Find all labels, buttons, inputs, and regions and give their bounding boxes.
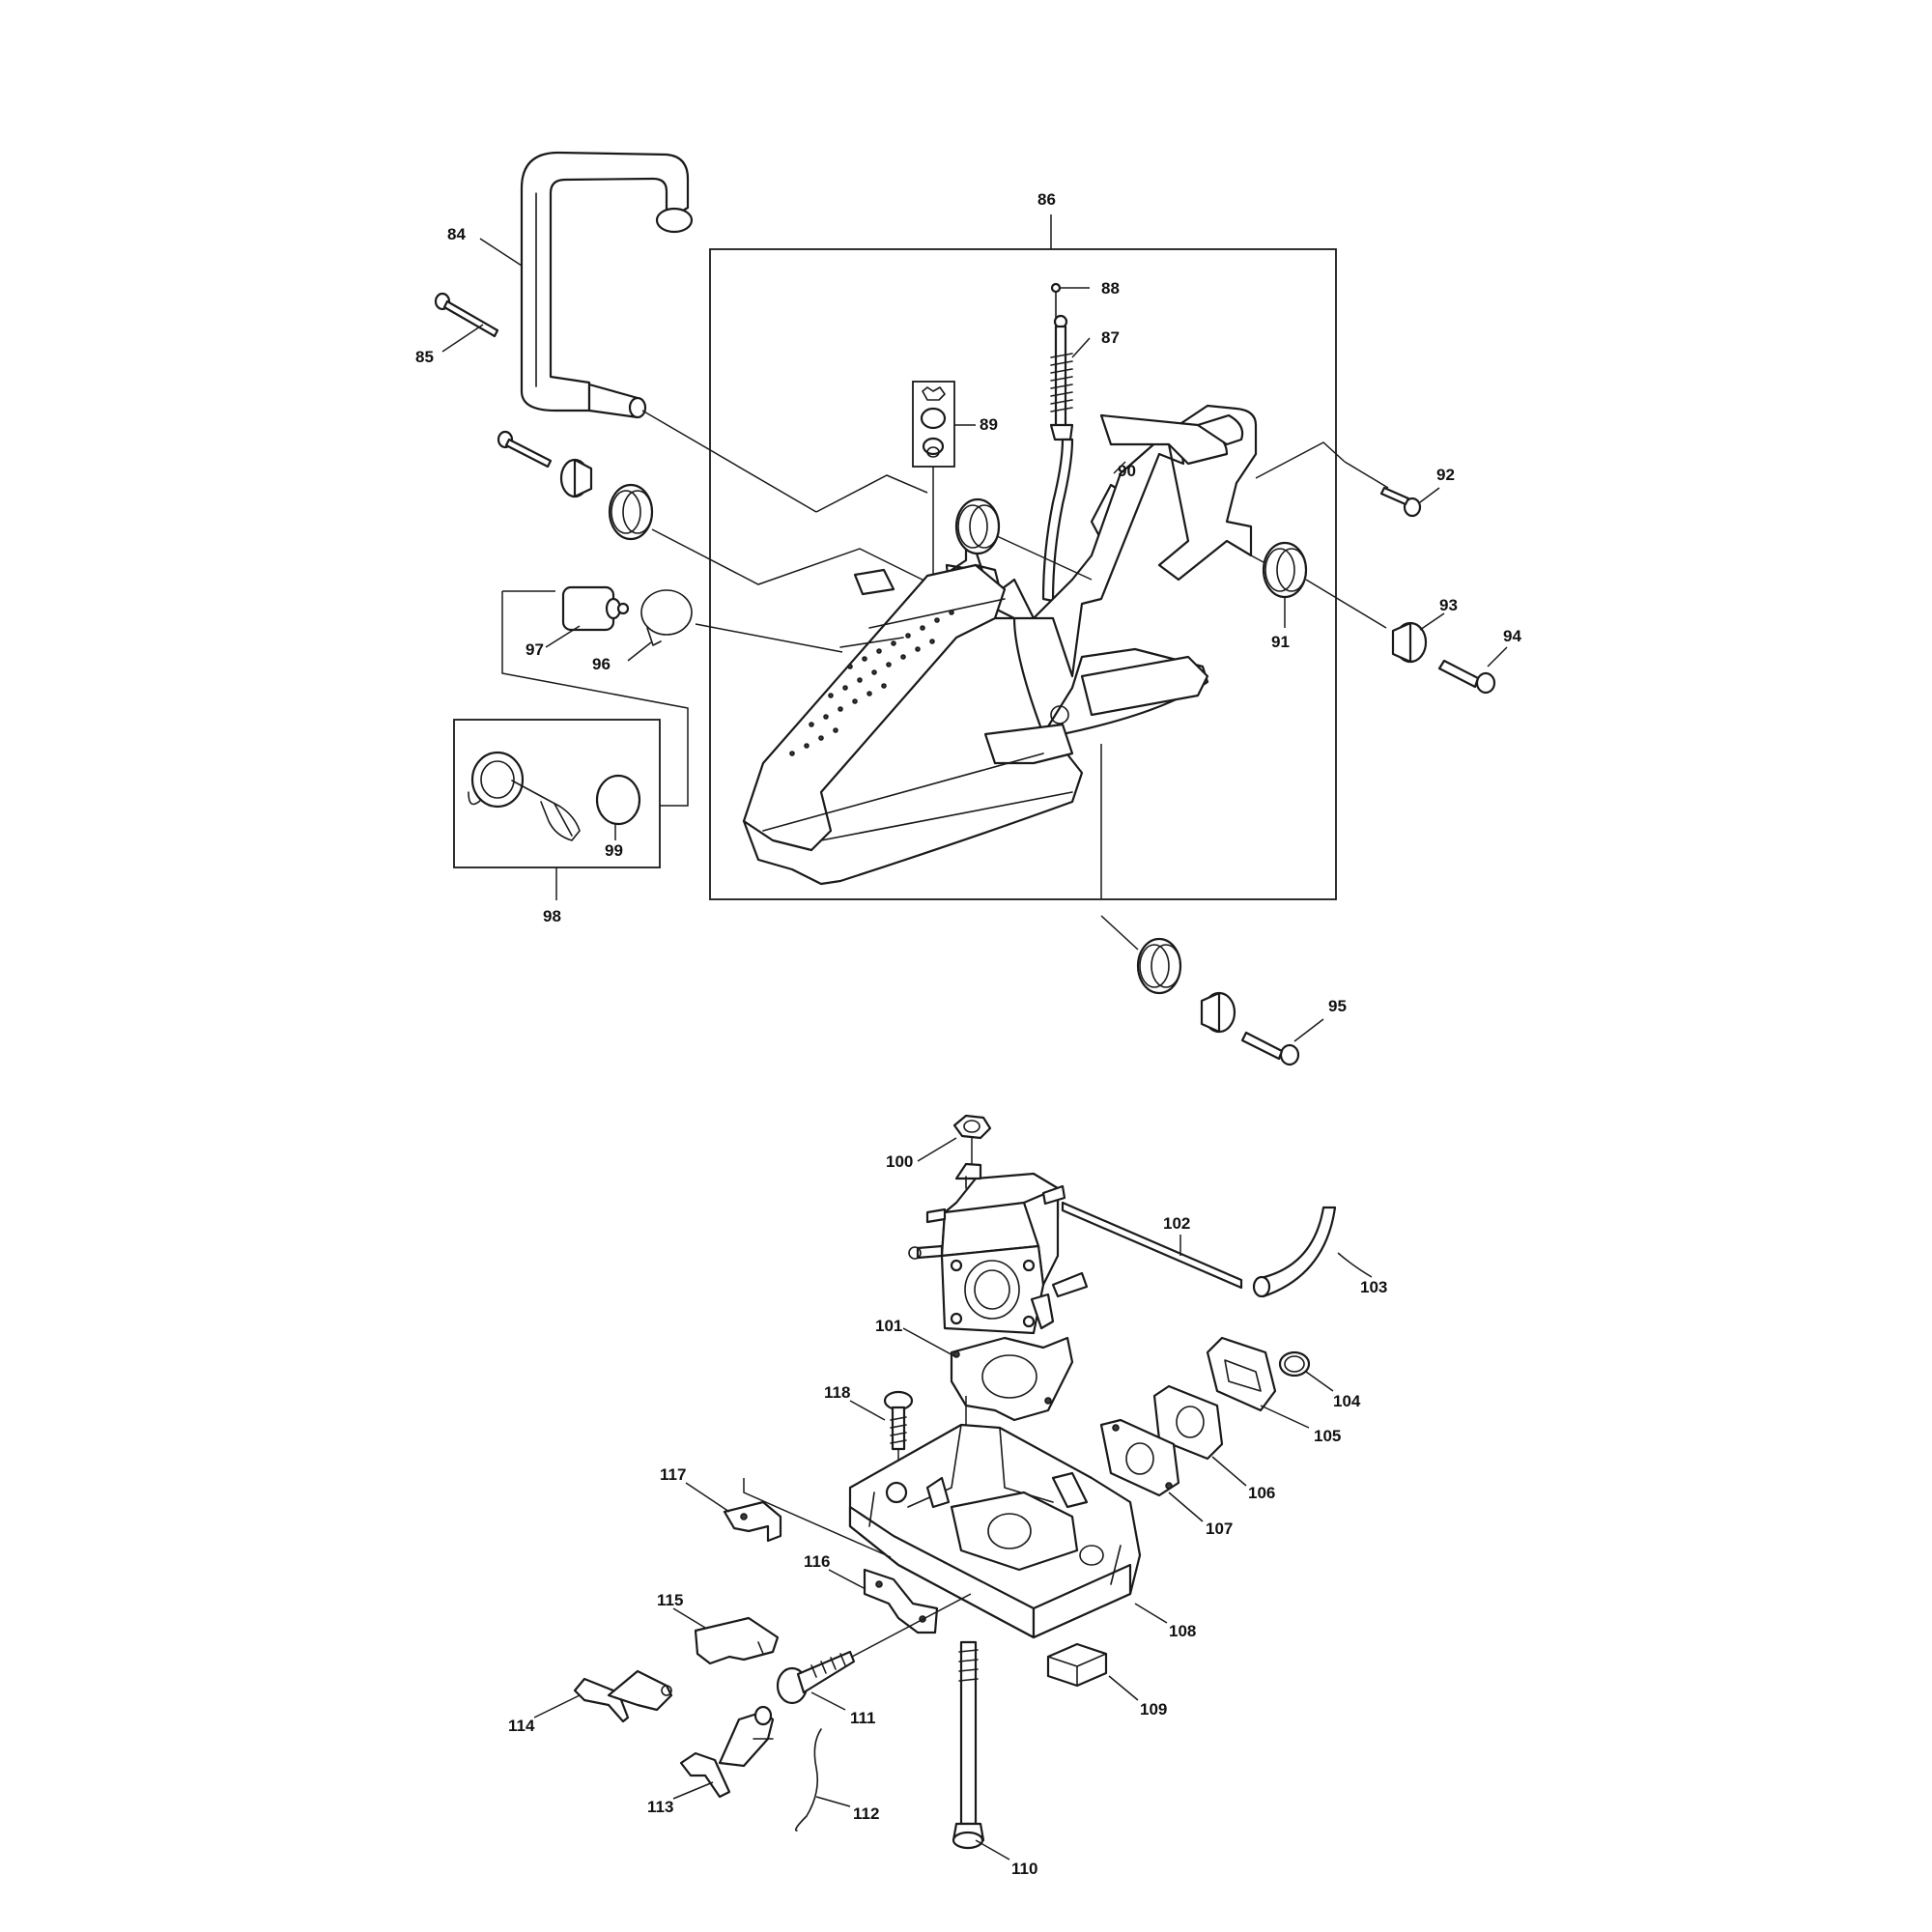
label-97: 97 xyxy=(526,640,544,659)
label-84: 84 xyxy=(447,225,466,243)
label-109: 109 xyxy=(1140,1700,1167,1719)
label-112: 112 xyxy=(853,1804,879,1823)
screw-95-part xyxy=(1240,1031,1300,1066)
label-101: 101 xyxy=(875,1317,902,1335)
damper-lower-part xyxy=(1136,937,1182,995)
label-86: 86 xyxy=(1037,190,1056,209)
label-100: 100 xyxy=(886,1152,913,1171)
label-116: 116 xyxy=(804,1552,830,1571)
label-117: 117 xyxy=(660,1465,686,1484)
label-108: 108 xyxy=(1169,1622,1196,1640)
label-98: 98 xyxy=(543,907,561,925)
label-103: 103 xyxy=(1360,1278,1387,1296)
label-90: 90 xyxy=(1118,462,1136,480)
screw-92-part xyxy=(1379,486,1422,518)
label-114: 114 xyxy=(508,1717,535,1735)
part-labels: 84 85 86 87 88 89 90 91 92 93 94 95 96 9… xyxy=(415,190,1521,1878)
label-87: 87 xyxy=(1101,328,1120,347)
lever-113-part xyxy=(679,1705,775,1799)
collar-lower-part xyxy=(1200,991,1236,1034)
label-85: 85 xyxy=(415,348,434,366)
label-93: 93 xyxy=(1439,596,1458,614)
label-104: 104 xyxy=(1333,1392,1361,1410)
label-91: 91 xyxy=(1271,633,1290,651)
carburetor-box-108-part xyxy=(848,1423,1142,1639)
screw-111-part xyxy=(776,1650,856,1705)
damper-91-part xyxy=(1262,541,1308,599)
hose-103-part xyxy=(1252,1206,1337,1298)
lever-114-part xyxy=(573,1669,673,1723)
screw-118-part xyxy=(883,1390,914,1451)
label-89: 89 xyxy=(980,415,998,434)
front-handle-part xyxy=(520,151,694,419)
label-113: 113 xyxy=(647,1798,673,1816)
bolt-110-part xyxy=(952,1640,985,1850)
label-102: 102 xyxy=(1163,1214,1190,1233)
damper-mid-part xyxy=(954,497,1001,555)
label-105: 105 xyxy=(1314,1427,1341,1445)
label-110: 110 xyxy=(1011,1860,1037,1878)
assembly-frame-86 xyxy=(709,248,1337,900)
label-96: 96 xyxy=(592,655,611,673)
label-107: 107 xyxy=(1206,1520,1233,1538)
label-111: 111 xyxy=(850,1709,876,1727)
pad-109-part xyxy=(1046,1642,1108,1688)
clip-117-part xyxy=(723,1500,782,1543)
screw-85-part xyxy=(434,292,499,338)
plate-115-part xyxy=(694,1616,780,1665)
label-99: 99 xyxy=(605,841,623,860)
spring-112-part xyxy=(794,1728,822,1832)
grip-dots xyxy=(789,610,954,756)
gasket-107-part xyxy=(1099,1418,1180,1497)
oil-cap-98-part xyxy=(468,751,581,841)
filter-97-part xyxy=(561,585,630,632)
label-115: 115 xyxy=(657,1591,683,1609)
screw-94-part xyxy=(1437,659,1496,695)
left-screw-part xyxy=(497,430,553,469)
damper-left-part xyxy=(608,483,654,541)
label-88: 88 xyxy=(1101,279,1120,298)
hose-87-part xyxy=(1049,282,1074,441)
label-94: 94 xyxy=(1503,627,1521,645)
collar-93-part xyxy=(1391,621,1428,664)
oring-104-part xyxy=(1278,1350,1311,1378)
gasket-101-part xyxy=(950,1336,1074,1422)
fuel-line-102-part xyxy=(1061,1201,1243,1290)
collar-part xyxy=(559,458,593,498)
label-106: 106 xyxy=(1248,1484,1275,1502)
clamp-96-part xyxy=(640,589,693,646)
gasket-105-part xyxy=(1206,1336,1277,1412)
seal-99-part xyxy=(595,774,641,826)
kit-box-89-part xyxy=(912,381,955,468)
label-95: 95 xyxy=(1328,997,1347,1015)
bracket-116-part xyxy=(863,1568,939,1634)
label-118: 118 xyxy=(824,1383,850,1402)
label-92: 92 xyxy=(1436,466,1455,484)
carburetor-part xyxy=(908,1162,1089,1335)
rear-handle-body-86-part xyxy=(742,404,1258,886)
nut-100-part xyxy=(952,1114,992,1140)
